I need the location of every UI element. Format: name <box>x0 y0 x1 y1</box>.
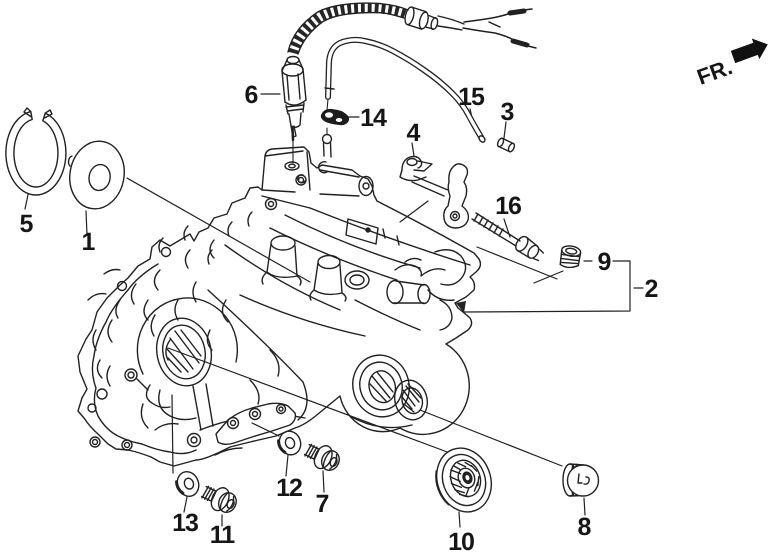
svg-text:13: 13 <box>172 509 198 537</box>
svg-text:12: 12 <box>276 474 302 502</box>
svg-text:3: 3 <box>501 98 514 126</box>
svg-text:5: 5 <box>20 210 34 238</box>
svg-text:15: 15 <box>458 83 485 111</box>
svg-text:2: 2 <box>645 275 658 303</box>
svg-text:4: 4 <box>407 119 421 147</box>
svg-text:9: 9 <box>598 248 611 276</box>
svg-text:10: 10 <box>448 528 474 554</box>
svg-text:14: 14 <box>360 104 387 132</box>
svg-text:16: 16 <box>495 192 521 220</box>
svg-text:FR.: FR. <box>694 54 736 90</box>
svg-text:6: 6 <box>245 81 258 109</box>
svg-text:11: 11 <box>210 521 236 549</box>
svg-text:7: 7 <box>316 490 329 518</box>
svg-text:8: 8 <box>578 513 592 541</box>
svg-text:1: 1 <box>82 228 96 256</box>
